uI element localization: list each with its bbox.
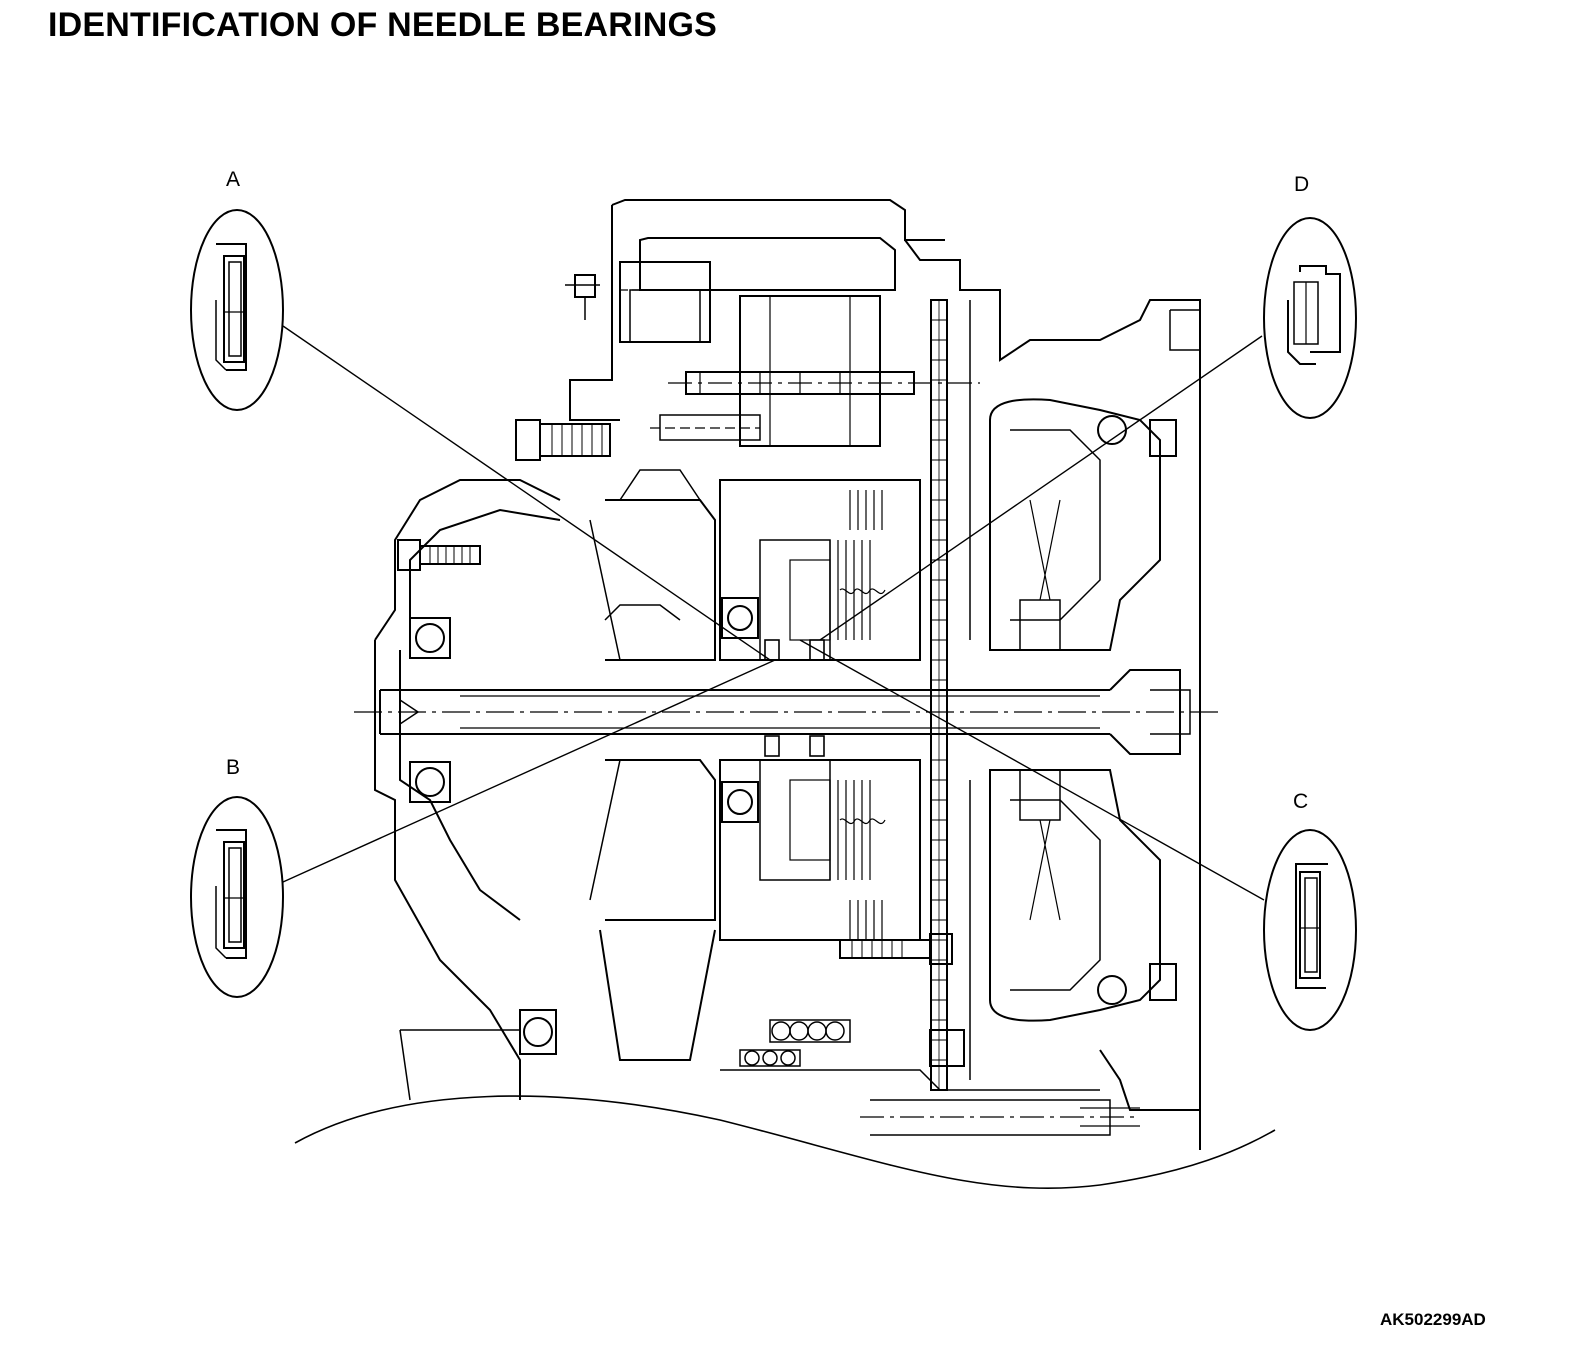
detail-oval-d <box>1263 217 1357 419</box>
left-upper-bearing <box>409 617 451 659</box>
lower-center-bolt <box>839 933 953 965</box>
top-left-bolt <box>565 274 600 320</box>
callout-label-a: A <box>226 168 241 191</box>
detail-oval-b <box>190 796 284 998</box>
drive-chain <box>930 299 948 1091</box>
callout-label-d: D <box>1294 173 1310 196</box>
detail-oval-a <box>190 209 284 411</box>
main-section-drawing <box>294 199 1276 1190</box>
page-title: IDENTIFICATION OF NEEDLE BEARINGS <box>48 6 717 44</box>
secondary-pulley-upper <box>989 398 1177 651</box>
clutch-pack-upper <box>719 479 921 661</box>
clutch-pack-lower <box>719 759 921 941</box>
detail-oval-c <box>1263 829 1357 1031</box>
callout-label-b: B <box>226 756 241 779</box>
callout-label-c: C <box>1293 790 1309 813</box>
secondary-pulley-lower <box>989 769 1177 1022</box>
figure-code: AK502299AD <box>1380 1310 1486 1329</box>
left-lower-bearing <box>409 761 451 803</box>
upper-left-bolt <box>397 539 481 571</box>
upper-middle-bolt <box>515 419 611 461</box>
